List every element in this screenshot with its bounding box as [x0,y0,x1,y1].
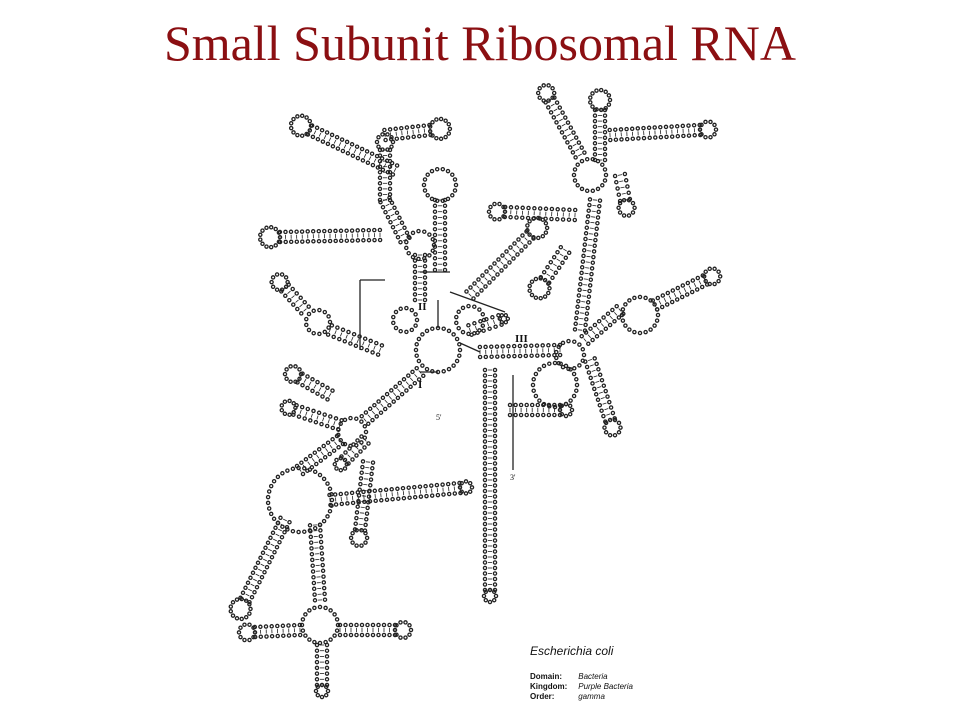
legend-row-kingdom: Kingdom: Purple Bacteria [530,682,633,692]
legend-key: Order: [530,692,555,701]
legend-value: Purple Bacteria [578,682,633,691]
domain-label: III [515,333,528,345]
slide-title: Small Subunit Ribosomal RNA [163,15,796,71]
strand-end-label: 3' [510,473,516,482]
legend-value: Bacteria [578,672,608,681]
strand-end-label: 5' [436,413,442,422]
domain-label: II [418,301,427,313]
legend-key: Domain: [530,672,562,681]
legend-row-domain: Domain: Bacteria [530,672,633,682]
domain-label: I [418,379,422,391]
species-name: Escherichia coli [530,644,614,658]
legend-value: gamma [578,692,605,701]
taxonomy-legend: Escherichia coli Domain: Bacteria Kingdo… [530,644,633,702]
legend-row-order: Order: gamma [530,692,633,702]
legend-key: Kingdom: [530,682,568,691]
